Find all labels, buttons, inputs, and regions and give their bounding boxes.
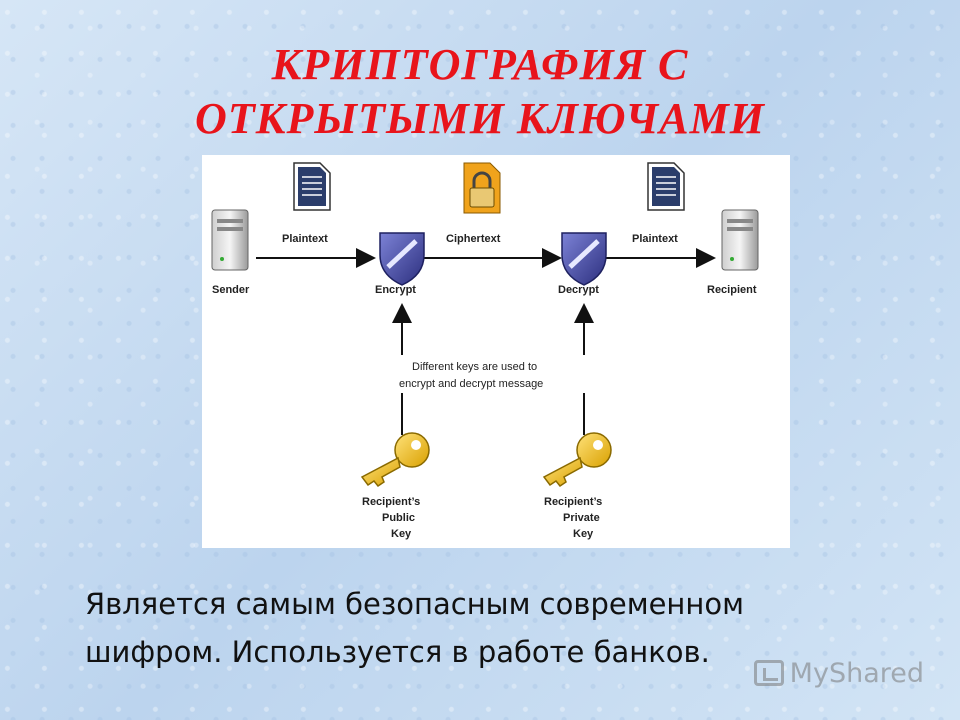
node-label-encrypt: Encrypt bbox=[375, 284, 416, 296]
caption-line-2: шифром. Используется в работе банков. bbox=[85, 635, 710, 669]
server-icon bbox=[721, 209, 759, 271]
document-icon bbox=[293, 162, 331, 211]
key-icon bbox=[542, 432, 612, 488]
watermark: MyShared bbox=[753, 655, 924, 691]
title-line-1: КРИПТОГРАФИЯ С bbox=[271, 40, 689, 89]
public-key-crypto-diagram: Sender Recipient Plaintext Ciphertext bbox=[202, 155, 790, 548]
public-key-label-line-1: Recipient’s bbox=[362, 496, 420, 508]
flow-arrows bbox=[256, 248, 716, 435]
watermark-logo-icon bbox=[753, 660, 784, 686]
server-icon bbox=[211, 209, 249, 271]
edge-label-plaintext-out: Plaintext bbox=[632, 233, 678, 245]
public-key-label-line-2: Public bbox=[382, 512, 415, 524]
node-label-recipient: Recipient bbox=[707, 284, 757, 296]
private-key-label-line-1: Recipient’s bbox=[544, 496, 602, 508]
node-label-decrypt: Decrypt bbox=[558, 284, 599, 296]
document-icon bbox=[647, 162, 685, 211]
key-icon bbox=[360, 432, 430, 488]
slide-caption: Является самым безопасным современном ши… bbox=[85, 580, 885, 676]
note-line-2: encrypt and decrypt message bbox=[399, 378, 543, 390]
lock-icon bbox=[463, 162, 501, 214]
title-line-2: ОТКРЫТЫМИ КЛЮЧАМИ bbox=[195, 94, 765, 143]
caption-line-1: Является самым безопасным современном bbox=[85, 587, 744, 621]
node-label-sender: Sender bbox=[212, 284, 250, 296]
shield-icon bbox=[561, 232, 607, 286]
edge-label-plaintext-in: Plaintext bbox=[282, 233, 328, 245]
note-line-1: Different keys are used to bbox=[412, 361, 537, 373]
edge-label-ciphertext: Ciphertext bbox=[446, 233, 501, 245]
private-key-label-line-3: Key bbox=[573, 528, 594, 540]
watermark-text: MyShared bbox=[789, 657, 924, 689]
public-key-label-line-3: Key bbox=[391, 528, 412, 540]
private-key-label-line-2: Private bbox=[563, 512, 600, 524]
slide-title: КРИПТОГРАФИЯ С ОТКРЫТЫМИ КЛЮЧАМИ bbox=[0, 38, 960, 146]
shield-icon bbox=[379, 232, 425, 286]
